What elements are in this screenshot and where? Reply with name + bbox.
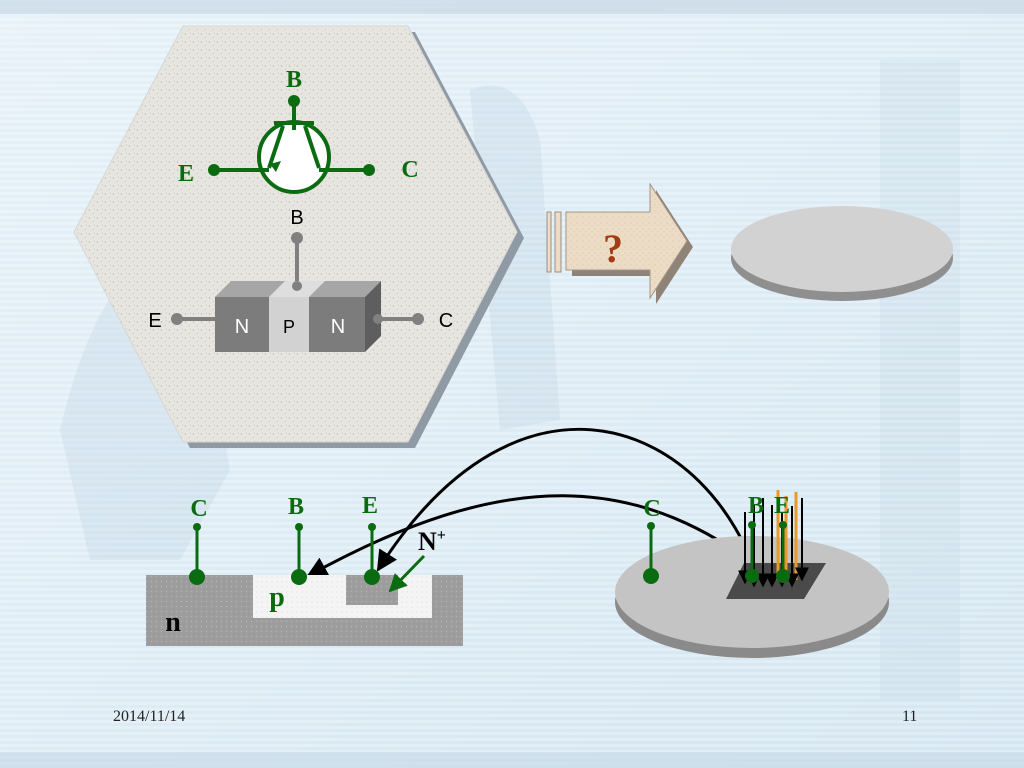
question-mark: ? xyxy=(603,226,623,271)
block-right-n-region xyxy=(309,297,365,352)
block-left-n-region xyxy=(215,297,269,352)
block-collector-label: C xyxy=(439,310,453,332)
cross-emitter-contact xyxy=(364,569,380,585)
symbol-emitter-terminal xyxy=(208,164,220,176)
symbol-collector-label: C xyxy=(401,157,418,183)
cross-base-contact xyxy=(291,569,307,585)
chip-base-label: B xyxy=(748,493,764,519)
n-region-label: n xyxy=(165,607,181,638)
empty-wafer-disc xyxy=(731,206,953,301)
block-base-label: B xyxy=(290,207,303,229)
cross-base-label: B xyxy=(288,494,304,520)
chip-collector-label: C xyxy=(643,496,660,522)
block-emitter-label: E xyxy=(148,310,161,332)
n-plus-pointer-arrow xyxy=(388,554,426,593)
cross-collector-contact xyxy=(189,569,205,585)
block-middle-p-region xyxy=(269,297,309,352)
block-right-region-label: N xyxy=(331,316,345,338)
footer-page-number: 11 xyxy=(902,708,918,725)
question-arrow: ? xyxy=(546,182,693,304)
chip-wafer: C B E xyxy=(615,490,889,658)
chip-emitter-label: E xyxy=(774,493,790,519)
block-middle-region-label: P xyxy=(283,317,295,337)
symbol-collector-terminal xyxy=(363,164,375,176)
block-left-region-label: N xyxy=(235,316,249,338)
npn-block-model: B E C N P N xyxy=(148,207,453,352)
block-emitter-terminal xyxy=(171,313,183,325)
chip-base-contact xyxy=(745,569,759,583)
chip-lead-bundle xyxy=(738,490,809,588)
n-plus-label: N+ xyxy=(418,527,446,556)
p-region-label: p xyxy=(269,582,285,613)
block-side-face xyxy=(365,281,381,352)
cross-collector-label: C xyxy=(190,496,207,522)
symbol-base-terminal xyxy=(288,95,300,107)
n-substrate-region xyxy=(146,575,463,646)
symbol-base-label: B xyxy=(286,67,302,93)
block-collector-terminal xyxy=(412,313,424,325)
symbol-circle xyxy=(257,120,331,194)
chip-collector-contact xyxy=(643,568,659,584)
transistor-symbol: B E C xyxy=(178,67,419,194)
emitter-mapping-arrow xyxy=(376,428,762,586)
cross-emitter-label: E xyxy=(362,493,378,519)
transistor-cross-section: C B E N+ p n xyxy=(146,493,463,646)
footer-date: 2014/11/14 xyxy=(113,708,186,725)
symbol-emitter-label: E xyxy=(178,161,194,187)
chip-emitter-contact xyxy=(776,569,790,583)
block-base-terminal xyxy=(291,232,303,244)
